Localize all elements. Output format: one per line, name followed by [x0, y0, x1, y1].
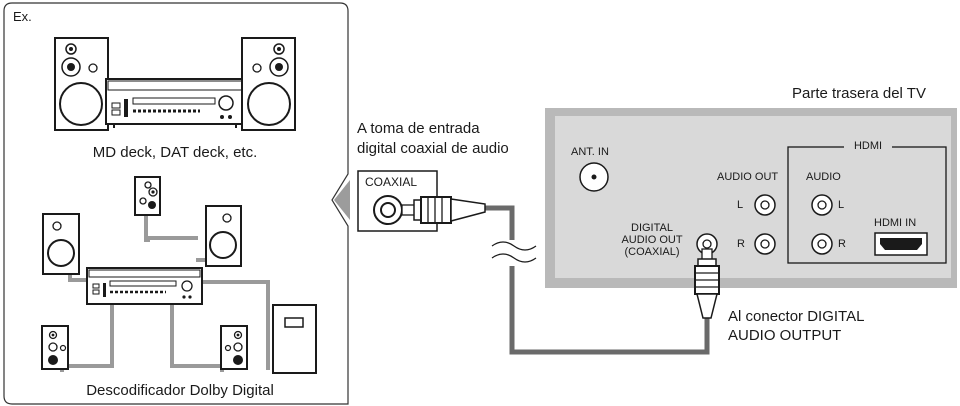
- subwoofer: [272, 304, 317, 374]
- hdmi-in-port: [874, 232, 928, 256]
- input-caption-line2: digital coaxial de audio: [357, 140, 509, 157]
- tv-rear-title: Parte trasera del TV: [792, 85, 926, 102]
- ant-in-label: ANT. IN: [571, 146, 609, 158]
- coaxial-cable: [401, 196, 710, 355]
- hdmi-audio-l-jack: [811, 194, 833, 216]
- rear-left-speaker: [41, 325, 69, 370]
- stereo-caption: MD deck, DAT deck, etc.: [92, 144, 258, 161]
- hdmi-in-label: HDMI IN: [874, 217, 917, 229]
- left-speaker: [54, 37, 109, 131]
- audio-out-l-label: L: [737, 199, 744, 211]
- right-speaker: [241, 37, 296, 131]
- front-left-speaker: [42, 213, 80, 275]
- digital-label-line2: AUDIO OUT: [621, 234, 683, 246]
- input-caption-line1: A toma de entrada: [357, 120, 480, 137]
- amplifier: [105, 78, 245, 128]
- hdmi-audio-label: AUDIO: [806, 171, 841, 183]
- stereo-system-illustration: [54, 37, 296, 131]
- rca-plug-left: [401, 196, 486, 224]
- center-speaker: [134, 176, 161, 216]
- hdmi-r-label: R: [838, 238, 846, 250]
- front-right-speaker: [205, 205, 242, 267]
- output-caption-line1: Al conector DIGITAL: [728, 308, 865, 325]
- surround-system-illustration: [41, 176, 317, 374]
- rca-plug-tv: [694, 248, 720, 319]
- audio-out-l-jack: [754, 194, 776, 216]
- tv-rear-panel: [545, 108, 957, 288]
- hdmi-audio-r-jack: [811, 233, 833, 255]
- audio-out-r-label: R: [737, 238, 745, 250]
- output-caption-line2: AUDIO OUTPUT: [728, 327, 842, 344]
- digital-label-line3: (COAXIAL): [624, 246, 680, 258]
- ant-in-jack: [579, 162, 609, 192]
- hdmi-group-label: HDMI: [844, 140, 892, 152]
- coaxial-label: COAXIAL: [365, 175, 418, 189]
- surround-caption: Descodificador Dolby Digital: [86, 382, 274, 399]
- rear-right-speaker: [220, 325, 248, 370]
- dolby-decoder-unit: [86, 267, 203, 305]
- hdmi-l-label: L: [838, 199, 845, 211]
- audio-out-label: AUDIO OUT: [717, 171, 779, 183]
- example-label: Ex.: [13, 9, 32, 24]
- digital-label-line1: DIGITAL: [631, 222, 673, 234]
- audio-out-r-jack: [754, 233, 776, 255]
